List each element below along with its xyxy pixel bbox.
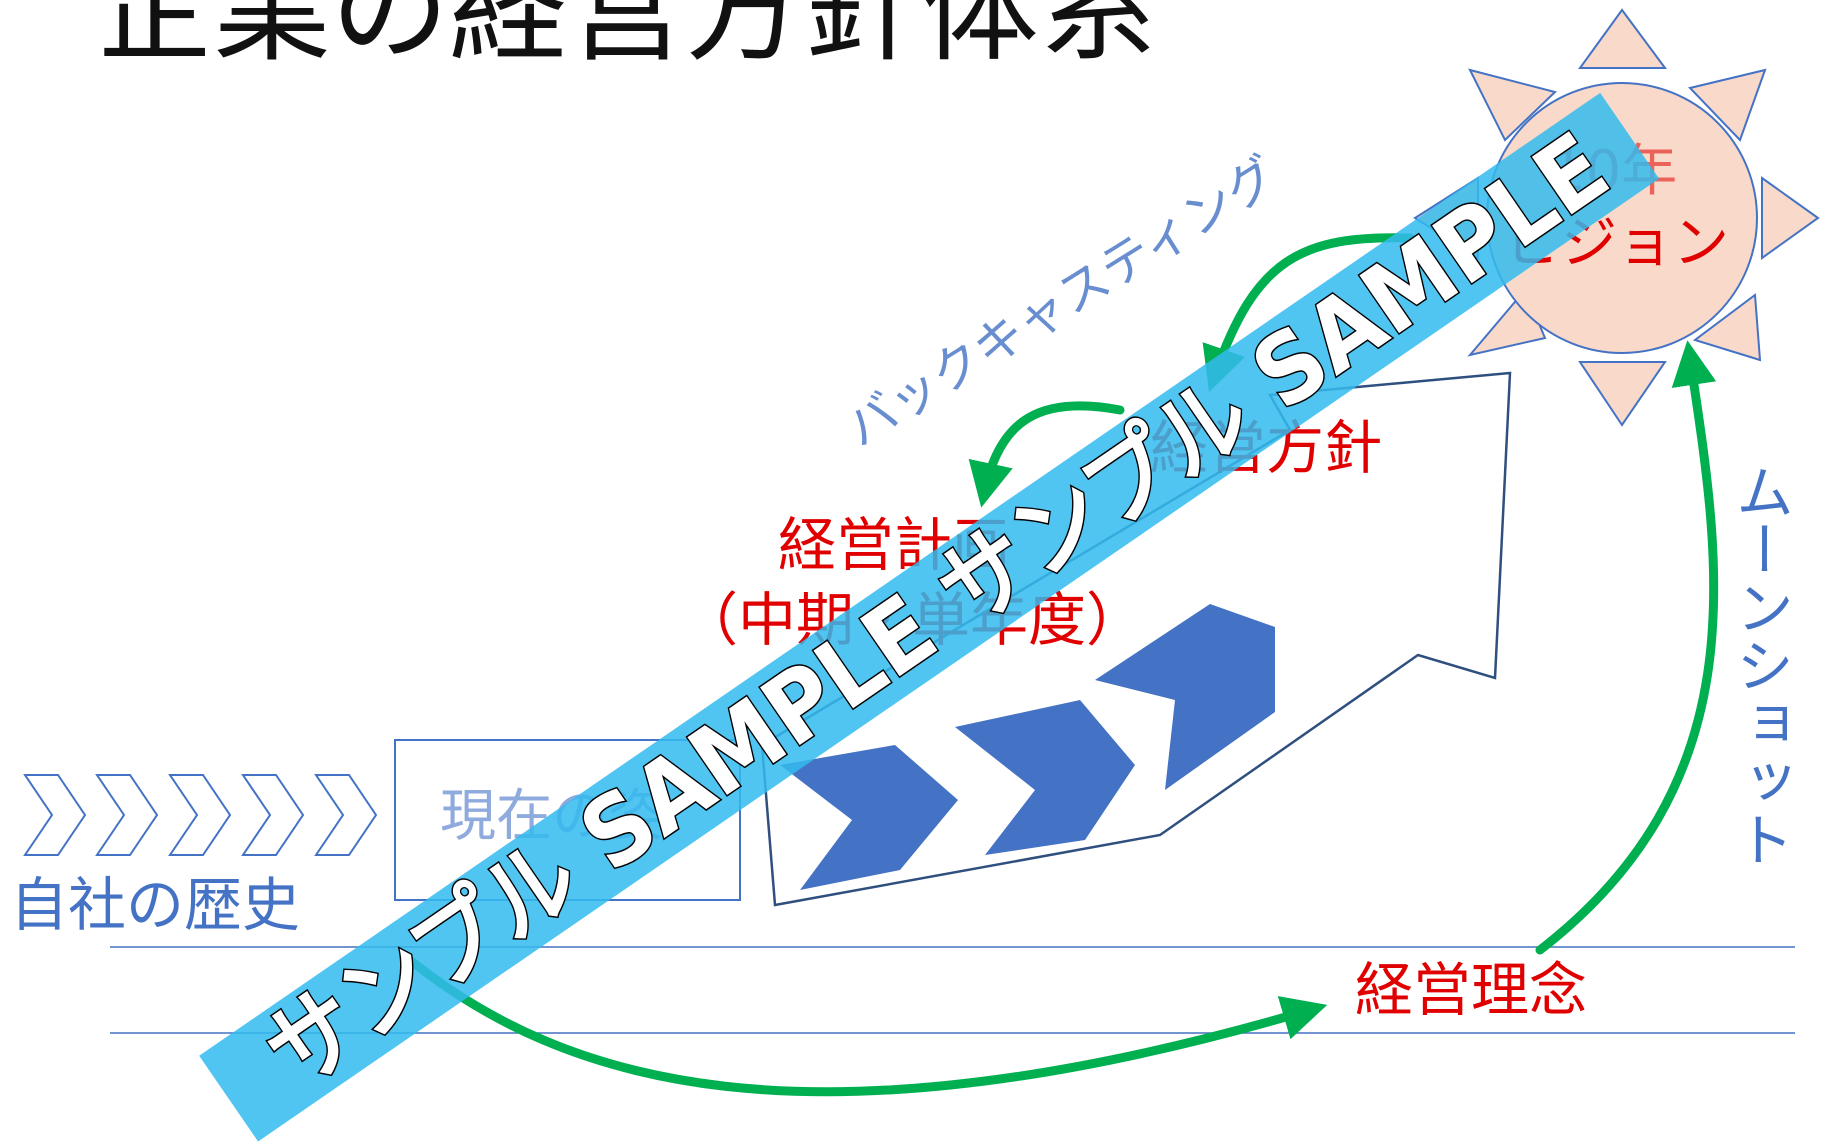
backcast-arrow-vision-to-policy — [1202, 233, 1415, 392]
history-chevron — [168, 774, 232, 856]
history-chevron — [241, 774, 305, 856]
sun-ray — [1578, 8, 1667, 69]
diagram-title: 企業の経営方針体系 — [95, 0, 1157, 78]
progress-chevrons — [780, 604, 1275, 890]
progress-chevron — [1095, 604, 1275, 790]
history-chevron — [95, 774, 159, 856]
philosophy-label: 経営理念 — [1355, 956, 1587, 1024]
progress-chevron — [955, 700, 1135, 855]
backcast-arrow-policy-to-plan — [968, 401, 1125, 508]
sun-ray — [1578, 361, 1667, 427]
watermark-band — [199, 92, 1660, 1142]
sun-ray — [1688, 68, 1767, 142]
history-chevron — [23, 774, 87, 856]
history-to-philosophy-arrow — [405, 955, 1328, 1097]
moonshot-arrow — [1535, 340, 1719, 955]
history-chevron — [314, 774, 378, 856]
sun-ray — [1761, 176, 1820, 260]
moonshot-label: ムーンショット — [1726, 462, 1794, 868]
sun-ray — [1468, 68, 1557, 142]
history-chevrons — [23, 774, 378, 856]
history-label: 自社の歴史 — [10, 871, 300, 939]
progress-chevron — [780, 745, 958, 890]
